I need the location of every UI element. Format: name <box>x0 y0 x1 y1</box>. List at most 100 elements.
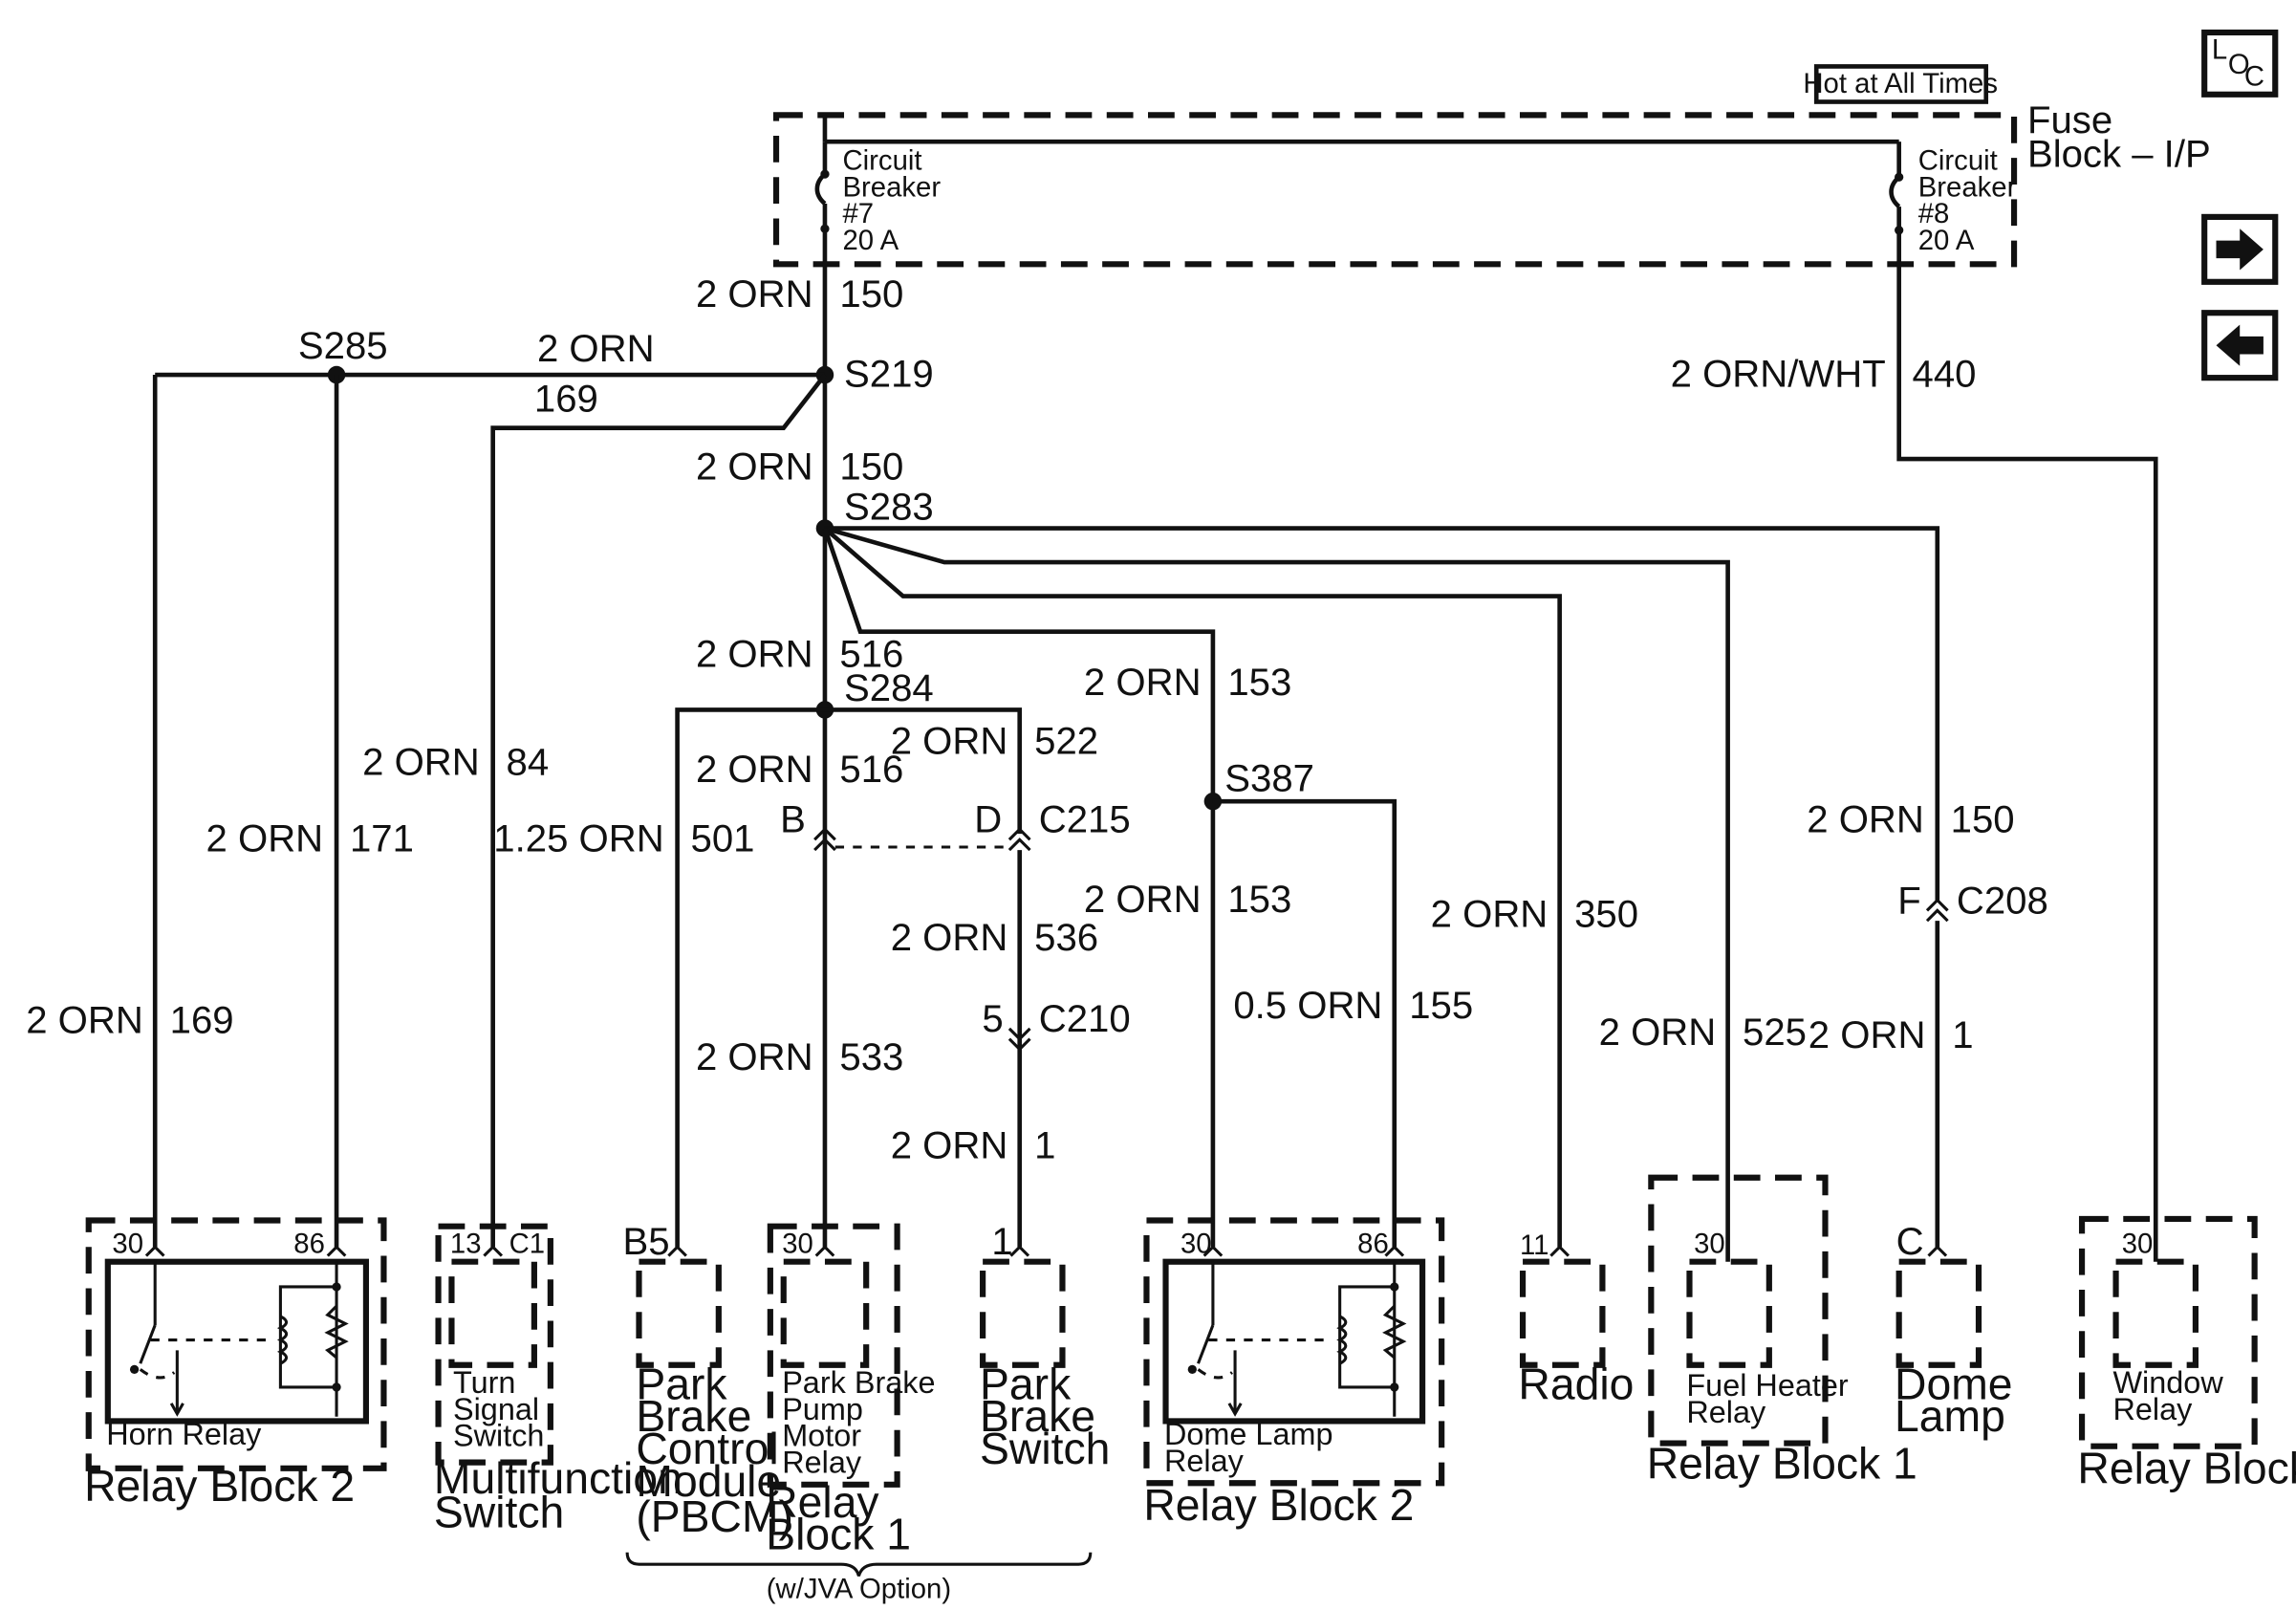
svg-text:2 ORN: 2 ORN <box>1599 1011 1717 1054</box>
svg-text:1: 1 <box>1952 1013 1973 1056</box>
svg-text:Lamp: Lamp <box>1895 1391 2005 1441</box>
svg-text:1: 1 <box>991 1220 1012 1263</box>
svg-text:1.25 ORN: 1.25 ORN <box>493 817 663 860</box>
svg-text:F: F <box>1897 879 1921 922</box>
svg-text:155: 155 <box>1409 984 1473 1027</box>
connector-c215: B D C215 <box>780 798 1131 852</box>
next-page-button[interactable] <box>2201 213 2279 285</box>
svg-text:5: 5 <box>982 997 1003 1040</box>
svg-text:30: 30 <box>782 1228 813 1259</box>
svg-text:Relay: Relay <box>2112 1392 2193 1426</box>
turn-signal-switch: 13 C1 Turn Signal Switch <box>435 1223 553 1466</box>
loc-icon[interactable]: L O C <box>2201 29 2279 98</box>
svg-text:84: 84 <box>507 740 550 783</box>
jva-option-bracket: (w/JVA Option) <box>625 1552 1093 1605</box>
park-brake-control-module: B5 Park Brake Control Module (PBCM) <box>623 1220 793 1541</box>
svg-text:516: 516 <box>839 633 903 676</box>
radio: 11 Radio <box>1518 1229 1634 1408</box>
svg-text:2 ORN: 2 ORN <box>696 446 813 489</box>
svg-text:2 ORN: 2 ORN <box>696 272 813 315</box>
svg-text:Hot at All Times: Hot at All Times <box>1803 68 1998 99</box>
relay-block-1-window-label: Relay Block 1 <box>2077 1443 2296 1492</box>
svg-text:Horn Relay: Horn Relay <box>106 1417 262 1451</box>
svg-text:Relay: Relay <box>1164 1444 1245 1478</box>
park-brake-pump-motor-relay: 30 Park Brake Pump Motor Relay <box>767 1223 935 1488</box>
svg-text:#7: #7 <box>842 198 874 229</box>
svg-text:C: C <box>1896 1220 1924 1263</box>
svg-text:Park: Park <box>980 1359 1072 1408</box>
svg-text:Multifunction: Multifunction <box>434 1453 682 1503</box>
dome-lamp: C Dome Lamp <box>1895 1220 2012 1441</box>
relay-block-2-left-label: Relay Block 2 <box>84 1461 355 1511</box>
svg-text:2 ORN: 2 ORN <box>26 998 143 1041</box>
svg-text:522: 522 <box>1034 720 1098 763</box>
svg-text:153: 153 <box>1227 878 1291 921</box>
svg-text:30: 30 <box>1180 1228 1212 1259</box>
svg-text:B: B <box>780 798 806 841</box>
svg-text:Fuel Heater: Fuel Heater <box>1686 1368 1849 1403</box>
prev-page-button[interactable] <box>2201 310 2279 381</box>
svg-text:S219: S219 <box>844 352 934 395</box>
svg-text:C210: C210 <box>1039 997 1131 1040</box>
hot-at-all-times-label: Hot at All Times <box>1803 64 1998 104</box>
svg-text:C208: C208 <box>1957 879 2048 922</box>
svg-text:Park: Park <box>636 1359 727 1408</box>
svg-text:440: 440 <box>1913 352 1977 395</box>
svg-text:Circuit: Circuit <box>1918 145 1998 177</box>
svg-text:150: 150 <box>839 272 903 315</box>
svg-text:150: 150 <box>1951 798 2015 841</box>
svg-text:Window: Window <box>2112 1365 2223 1400</box>
arrow-right-icon <box>2216 228 2264 271</box>
circuit-breaker-7: Circuit Breaker #7 20 A <box>814 141 941 256</box>
fuse-block-label-line1: Fuse <box>2027 98 2112 141</box>
svg-text:Dome: Dome <box>1895 1359 2012 1408</box>
svg-text:30: 30 <box>1694 1228 1725 1259</box>
svg-text:Motor: Motor <box>782 1419 861 1453</box>
svg-text:2 ORN: 2 ORN <box>537 327 655 370</box>
svg-text:350: 350 <box>1574 892 1638 935</box>
svg-text:Brake: Brake <box>980 1391 1095 1441</box>
svg-text:13: 13 <box>450 1228 482 1259</box>
svg-text:150: 150 <box>839 446 903 489</box>
svg-text:Brake: Brake <box>636 1391 751 1441</box>
svg-text:L: L <box>2212 34 2227 66</box>
svg-text:D: D <box>974 798 1002 841</box>
svg-text:86: 86 <box>293 1228 325 1259</box>
svg-text:Turn: Turn <box>453 1365 515 1400</box>
svg-text:Block 1: Block 1 <box>766 1510 911 1559</box>
svg-text:C215: C215 <box>1039 798 1131 841</box>
dome-lamp-relay: 30 86 Dome Lamp Relay <box>1143 1217 1445 1487</box>
svg-text:20 A: 20 A <box>1918 225 1975 256</box>
svg-text:2 ORN: 2 ORN <box>1807 798 1924 841</box>
svg-text:2 ORN: 2 ORN <box>206 817 324 860</box>
svg-text:S285: S285 <box>298 324 388 367</box>
svg-text:Switch: Switch <box>453 1419 544 1453</box>
svg-text:Signal: Signal <box>453 1392 539 1426</box>
relay-block-2-right-label: Relay Block 2 <box>1143 1480 1414 1530</box>
pin-markers <box>144 1245 1948 1257</box>
svg-text:Breaker: Breaker <box>842 171 941 203</box>
svg-text:S284: S284 <box>844 666 934 709</box>
fuel-heater-relay: 30 Fuel Heater Relay <box>1648 1174 1849 1447</box>
svg-text:2 ORN: 2 ORN <box>362 740 480 783</box>
svg-text:S283: S283 <box>844 485 934 528</box>
svg-text:30: 30 <box>112 1228 143 1259</box>
svg-text:(PBCM): (PBCM) <box>636 1491 793 1541</box>
park-brake-switch: 1 Park Brake Switch <box>980 1220 1110 1473</box>
svg-text:B5: B5 <box>623 1220 670 1263</box>
svg-text:501: 501 <box>691 817 755 860</box>
svg-text:169: 169 <box>170 998 234 1041</box>
svg-text:2 ORN: 2 ORN <box>1084 878 1202 921</box>
svg-text:153: 153 <box>1227 661 1291 704</box>
connector-c210: 5 C210 <box>982 997 1131 1052</box>
horn-relay: 30 86 Horn Relay <box>85 1217 387 1471</box>
svg-text:2 ORN: 2 ORN <box>1809 1013 1926 1056</box>
svg-text:Switch: Switch <box>434 1488 564 1537</box>
svg-text:2 ORN: 2 ORN <box>696 1035 813 1078</box>
svg-text:516: 516 <box>839 748 903 791</box>
svg-text:30: 30 <box>2122 1228 2154 1259</box>
svg-text:#8: #8 <box>1918 198 1950 229</box>
svg-text:2 ORN: 2 ORN <box>891 720 1008 763</box>
window-relay: 30 Window Relay <box>2078 1215 2258 1449</box>
